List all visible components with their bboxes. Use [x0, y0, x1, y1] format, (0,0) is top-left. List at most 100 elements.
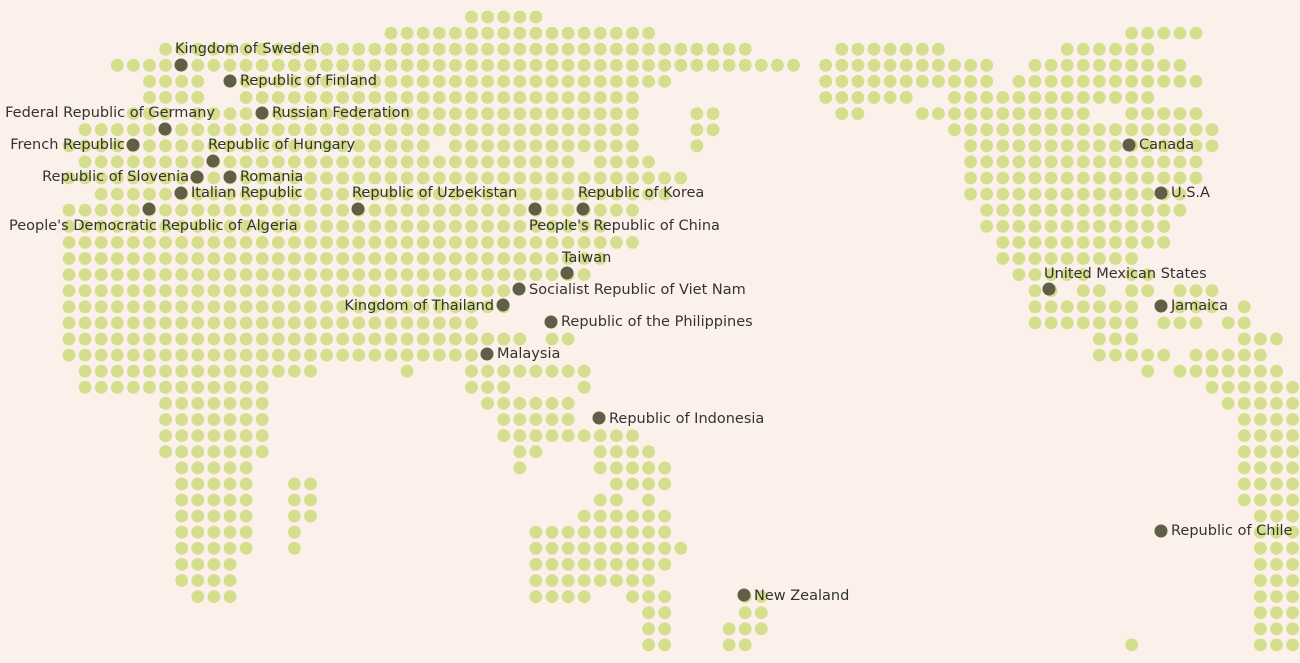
marker-mexico[interactable] — [1042, 282, 1056, 296]
land-dot — [207, 203, 221, 217]
land-dot — [545, 139, 559, 153]
land-dot — [642, 638, 655, 652]
land-dot — [110, 187, 124, 201]
land-dot — [400, 91, 414, 104]
marker-thailand[interactable] — [496, 298, 510, 312]
land-dot — [481, 252, 494, 265]
land-dot — [207, 284, 221, 298]
marker-italy[interactable] — [174, 186, 188, 200]
marker-canada[interactable] — [1122, 138, 1136, 152]
marker-uzbekistan[interactable] — [351, 202, 365, 216]
land-dot — [368, 300, 382, 314]
land-dot — [288, 477, 301, 491]
land-dot — [1141, 284, 1155, 298]
land-dot — [561, 429, 575, 442]
marker-sweden[interactable] — [174, 58, 188, 72]
land-dot — [384, 26, 398, 40]
land-dot — [416, 123, 430, 137]
land-dot — [384, 236, 398, 249]
marker-romania[interactable] — [223, 170, 237, 184]
marker-malaysia[interactable] — [480, 347, 494, 361]
land-dot — [175, 429, 189, 442]
land-dot — [384, 300, 398, 314]
land-dot — [191, 558, 205, 571]
marker-germany[interactable] — [158, 122, 172, 136]
land-dot — [980, 91, 994, 104]
marker-new-zealand[interactable] — [737, 588, 751, 602]
land-dot — [593, 574, 607, 587]
marker-taiwan[interactable] — [560, 266, 574, 280]
land-dot — [1286, 525, 1299, 539]
land-dot — [159, 445, 173, 459]
land-dot — [529, 236, 543, 249]
land-dot — [191, 332, 205, 346]
land-dot — [1125, 187, 1138, 201]
marker-indonesia[interactable] — [592, 411, 606, 425]
land-dot — [191, 75, 205, 88]
land-dot — [1286, 509, 1299, 523]
land-dot — [610, 171, 623, 185]
land-dot — [126, 155, 140, 169]
land-dot — [1093, 219, 1106, 233]
land-dot — [126, 268, 140, 281]
land-dot — [78, 268, 92, 281]
land-dot — [610, 493, 623, 507]
land-dot — [1254, 622, 1267, 636]
marker-korea[interactable] — [576, 202, 590, 216]
land-dot — [658, 461, 672, 475]
marker-russia[interactable] — [255, 106, 269, 120]
land-dot — [223, 380, 237, 394]
land-dot — [223, 429, 237, 442]
land-dot — [1286, 413, 1299, 426]
land-dot — [465, 348, 478, 362]
land-dot — [481, 58, 494, 72]
land-dot — [94, 187, 108, 201]
land-dot — [1205, 300, 1219, 314]
land-dot — [465, 316, 478, 330]
marker-china[interactable] — [528, 202, 542, 216]
land-dot — [1044, 252, 1058, 265]
land-dot — [223, 558, 237, 571]
land-dot — [191, 252, 205, 265]
land-dot — [497, 107, 511, 120]
marker-usa[interactable] — [1154, 186, 1168, 200]
land-dot — [577, 509, 591, 523]
land-dot — [336, 348, 350, 362]
land-dot — [1076, 171, 1090, 185]
land-dot — [449, 187, 462, 201]
marker-vietnam[interactable] — [512, 282, 526, 296]
marker-finland[interactable] — [223, 74, 237, 88]
land-dot — [1141, 26, 1155, 40]
land-dot — [577, 219, 591, 233]
land-dot — [1028, 75, 1042, 88]
land-dot — [1012, 187, 1026, 201]
land-dot — [336, 316, 350, 330]
land-dot — [288, 155, 301, 169]
marker-philippines[interactable] — [544, 315, 558, 329]
land-dot — [1109, 219, 1122, 233]
land-dot — [642, 590, 655, 603]
marker-slovenia[interactable] — [190, 170, 204, 184]
land-dot — [368, 219, 382, 233]
land-dot — [175, 477, 189, 491]
land-dot — [529, 541, 543, 555]
land-dot — [400, 203, 414, 217]
land-dot — [400, 123, 414, 137]
land-dot — [336, 284, 350, 298]
marker-france[interactable] — [126, 138, 140, 152]
land-dot — [223, 284, 237, 298]
marker-chile[interactable] — [1154, 524, 1168, 538]
land-dot — [78, 252, 92, 265]
land-dot — [1125, 123, 1138, 137]
marker-algeria[interactable] — [142, 202, 156, 216]
marker-hungary[interactable] — [206, 154, 220, 168]
land-dot — [1044, 268, 1058, 281]
land-dot — [384, 252, 398, 265]
land-dot — [1093, 155, 1106, 169]
land-dot — [722, 622, 736, 636]
land-dot — [738, 606, 752, 620]
land-dot — [481, 268, 494, 281]
marker-jamaica[interactable] — [1154, 299, 1168, 313]
land-dot — [1237, 316, 1251, 330]
land-dot — [626, 123, 639, 137]
